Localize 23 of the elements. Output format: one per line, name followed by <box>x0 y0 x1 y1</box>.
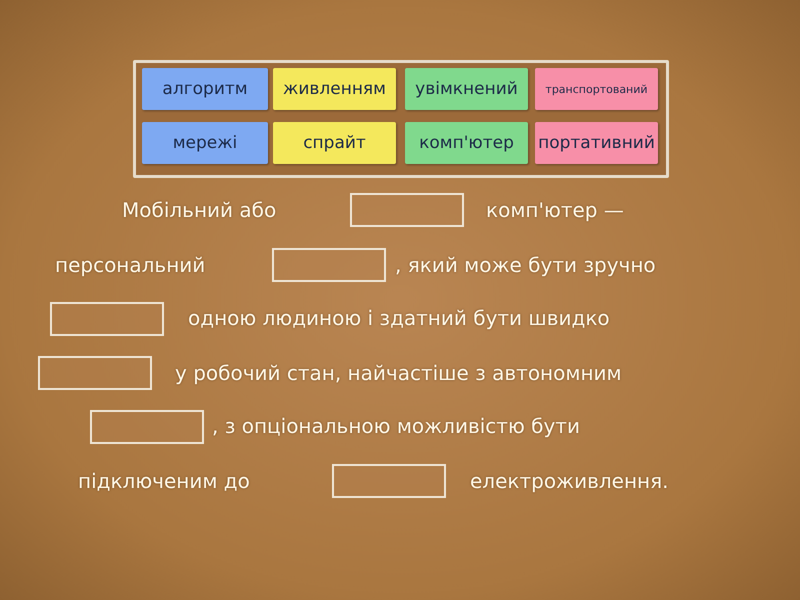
answer-box <box>50 302 164 336</box>
word-card: портативний <box>535 122 658 164</box>
answer-box <box>90 410 204 444</box>
word-card: транспортований <box>535 68 658 110</box>
word-card: комп'ютер <box>405 122 528 164</box>
sentence-text: комп'ютер — <box>486 198 624 222</box>
sentence-text: Мобільний або <box>122 198 276 222</box>
sentence-text: , який може бути зручно <box>395 253 656 277</box>
sentence-text: у робочий стан, найчастіше з автономним <box>175 361 622 385</box>
sentence-text: електроживлення. <box>470 469 668 493</box>
answer-box <box>38 356 152 390</box>
word-card: увімкнений <box>405 68 528 110</box>
word-card: алгоритм <box>142 68 268 110</box>
sentence-text: одною людиною і здатний бути швидко <box>188 306 610 330</box>
word-card: живленням <box>273 68 396 110</box>
sentence-text: персональний <box>55 253 206 277</box>
sentence-text: підключеним до <box>78 469 250 493</box>
sentence-text: , з опціональною можливістю бути <box>212 414 580 438</box>
answer-box <box>332 464 446 498</box>
answer-box <box>350 193 464 227</box>
answer-box <box>272 248 386 282</box>
word-card: спрайт <box>273 122 396 164</box>
word-card: мережі <box>142 122 268 164</box>
